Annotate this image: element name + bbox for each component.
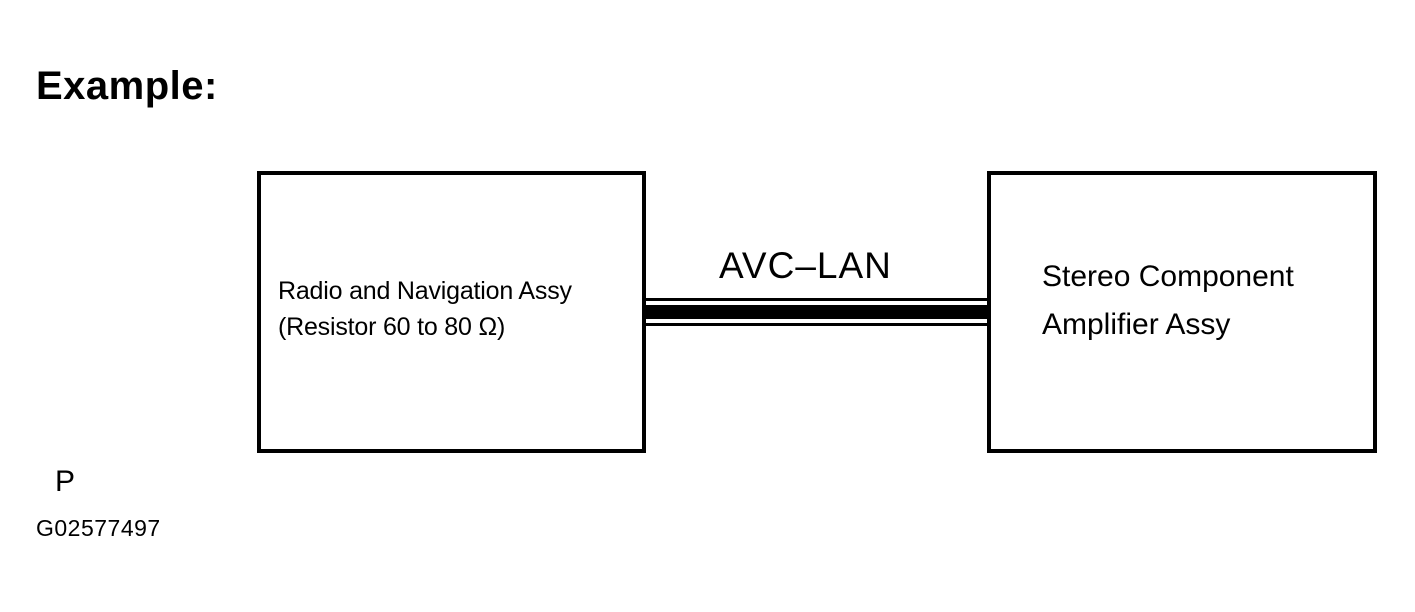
resistor-value: (Resistor 60 to 80 Ω) (278, 313, 506, 342)
stereo-component-amplifier-label: Stereo Component Amplifier Assy (1042, 253, 1294, 349)
avc-lan-wire-center (646, 305, 987, 319)
amplifier-assy-name: Amplifier Assy (1042, 308, 1231, 341)
example-heading: Example: (36, 64, 218, 108)
avc-lan-wire-top (646, 298, 987, 301)
avc-lan-wire-bottom (646, 323, 987, 326)
radio-navigation-assy-label: Radio and Navigation Assy (Resistor 60 t… (278, 273, 572, 346)
stereo-component-amplifier-box: Stereo Component Amplifier Assy (987, 171, 1377, 453)
radio-navigation-assy-name: Radio and Navigation Assy (278, 277, 572, 305)
reference-letter: P (55, 465, 76, 498)
figure-code: G02577497 (36, 515, 161, 541)
stereo-component-name: Stereo Component (1042, 260, 1294, 293)
radio-navigation-assy-box: Radio and Navigation Assy (Resistor 60 t… (257, 171, 646, 453)
avc-lan-label: AVC–LAN (719, 245, 892, 286)
